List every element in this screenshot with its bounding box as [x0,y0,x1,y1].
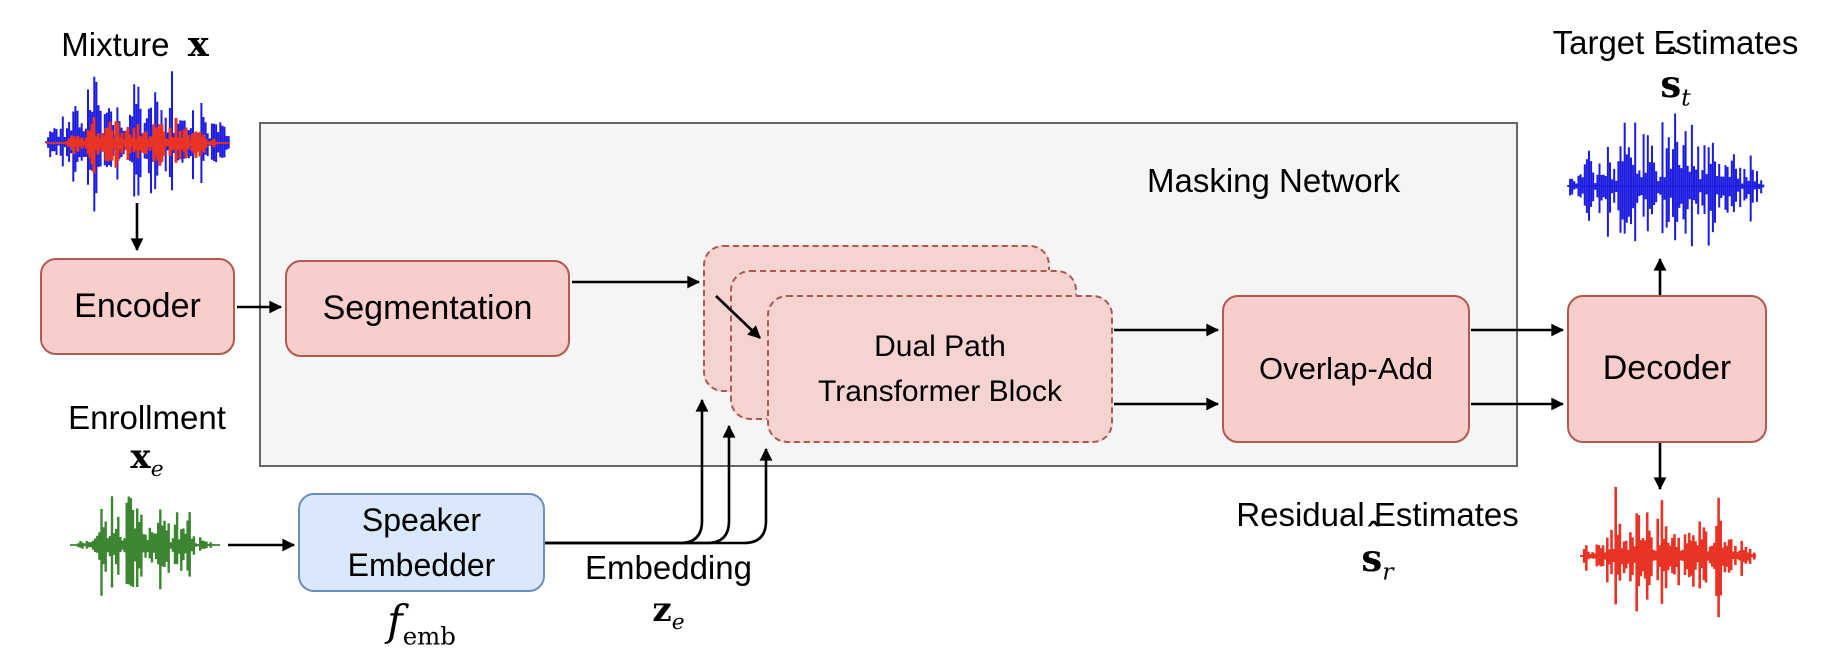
segmentation-block: Segmentation [285,260,570,357]
target-symbol-sub: t [1681,83,1691,112]
embedding-symbol: ze [556,590,781,635]
mixture-label: Mixture x [30,24,240,65]
flow-arrows [130,203,1667,552]
target-hat: ˆ [1664,42,1681,80]
segmentation-label: Segmentation [322,288,533,327]
encoder-label: Encoder [74,286,201,325]
mixture-waveform [45,71,230,212]
target-estimates-label: Target Estimates [1552,24,1799,61]
residual-estimate-waveform [1578,487,1756,618]
mixture-word: Mixture [61,26,170,63]
residual-estimates-label: Residual Estimates [1236,496,1519,533]
enrollment-symbol: xe [40,437,254,482]
residual-hat: ˆ [1365,516,1382,554]
target-estimate-waveform [1567,113,1765,247]
embedding-symbol-sub: e [671,609,685,635]
flow-arrow [545,447,773,545]
speaker-embedder-label: Speaker Embedder [348,498,496,588]
wave-target-spikes [1567,113,1765,247]
dual-path-block-front: Dual Path Transformer Block [767,295,1113,443]
flow-arrow [545,398,709,545]
embedding-label: Embedding [585,549,752,586]
overlap-add-label: Overlap-Add [1258,351,1434,387]
dual-path-block-label: Dual Path Transformer Block [818,324,1062,414]
decoder-block: Decoder [1567,295,1767,443]
dual-path-line2: Transformer Block [818,375,1062,408]
speaker-embedder-line2: Embedder [347,546,496,583]
speaker-embedder-line1: Speaker [361,501,482,538]
decoder-label: Decoder [1602,349,1732,388]
speaker-embedder-block: Speaker Embedder [298,493,545,592]
wave-residual-spikes [1578,487,1756,618]
target-symbol-base: s [1660,62,1682,106]
wave-enroll-spikes [70,496,219,596]
embedder-fn-sub: emb [402,621,456,651]
overlap-add-block: Overlap-Add [1222,295,1470,443]
enrollment-symbol-sub: e [150,456,164,482]
enrollment-waveform [70,496,220,596]
mixture-symbol: x [187,24,209,65]
embedder-fn-base: f [387,596,403,645]
embedder-function-label: femb [298,596,545,650]
embedding-symbol-base: z [652,590,672,630]
residual-symbol-sub: r [1382,557,1394,586]
residual-symbol-base: s [1361,536,1383,580]
flow-arrow [715,295,761,339]
enrollment-label: Enrollment [68,399,226,436]
enrollment-symbol-base: x [130,437,151,477]
dual-path-line1: Dual Path [874,330,1006,363]
masking-network-label: Masking Network [1147,162,1401,199]
encoder-block: Encoder [40,258,235,355]
